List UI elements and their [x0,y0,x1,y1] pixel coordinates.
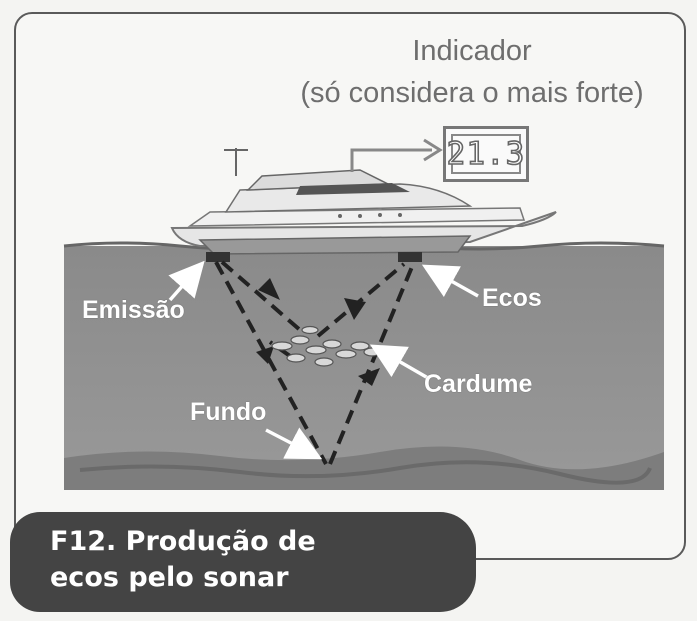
fish [286,353,306,363]
fish [314,357,334,367]
fish [301,325,319,335]
beam-arrowhead [256,346,274,364]
emission-pointer [168,260,205,302]
bottom-label: Fundo [190,398,267,426]
yacht-cabin [224,183,473,213]
beam-school-echo [316,262,406,338]
beam-bottom-echo [328,261,416,465]
label-pointers [168,260,479,460]
indicator-title-line1: Indicador [412,35,532,67]
indicator-title: Indicador (só considera o mais forte) [262,30,682,114]
display-connector [350,148,432,172]
fish [271,341,293,351]
sea-floor-texture [79,460,652,485]
receiver-transducer [398,252,422,262]
school-label: Cardume [424,370,533,398]
yacht-porthole [378,213,382,217]
emitter-transducer [206,252,230,262]
beam-arrowhead [258,278,280,300]
fish [322,339,342,349]
fish [350,341,370,351]
echoes-pointer [421,264,479,298]
school-pointer [369,344,429,380]
sea-floor [64,446,664,490]
yacht-windows [296,183,410,195]
display-value: 21.3 [446,135,526,173]
echoes-label: Ecos [482,284,542,312]
yacht-porthole [338,214,342,218]
display-connector-arrow [423,138,443,162]
yacht-hull-lower [198,235,472,255]
beam-emission-bottom [214,261,328,465]
emission-label: Emissão [82,296,185,324]
depth-indicator-display: 21.3 [443,126,529,182]
fish [290,335,310,345]
indicator-title-line2: (só considera o mais forte) [300,77,644,109]
caption-line2: ecos pelo sonar [50,562,289,593]
yacht-deck [187,207,526,227]
beam-arrowhead [344,298,366,320]
yacht-porthole [358,214,362,218]
caption-line1: F12. Produção de [50,526,316,557]
fish [305,345,327,355]
figure-caption: F12. Produção de ecos pelo sonar [10,512,476,612]
fish [335,349,357,359]
beam-emission-school [220,260,302,332]
yacht-porthole [398,213,402,217]
display-screen: 21.3 [446,134,525,174]
bottom-pointer [265,427,323,460]
yacht [170,148,557,262]
sea-water [64,246,664,490]
